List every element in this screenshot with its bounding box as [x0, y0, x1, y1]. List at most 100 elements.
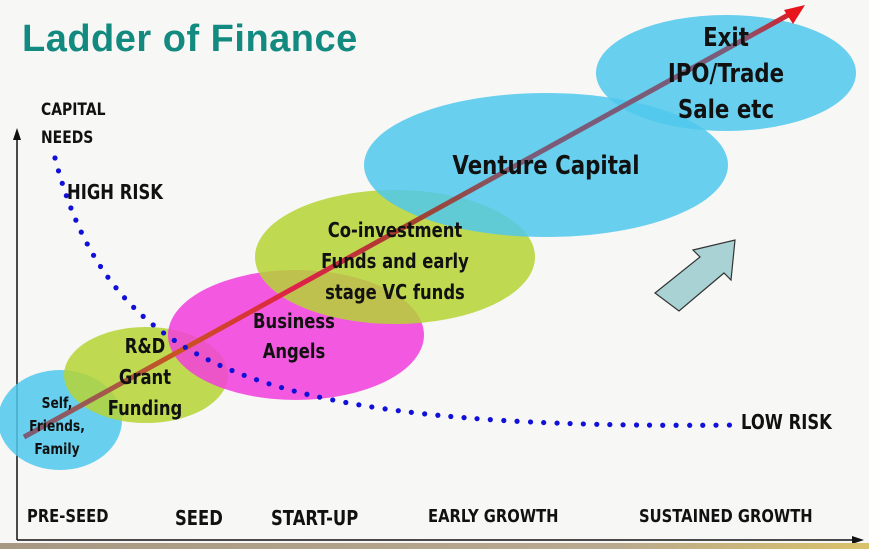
risk-curve-dot: [660, 422, 666, 428]
risk-curve-dot: [253, 377, 260, 383]
bubble-line: Angels: [262, 339, 326, 363]
stage-label-pre-seed: PRE-SEED: [27, 506, 109, 527]
risk-curve-dot: [594, 421, 600, 427]
risk-curve-dot: [266, 381, 272, 387]
risk-curve-dot: [84, 241, 90, 247]
risk-curve-dot: [78, 229, 84, 235]
bubble-line: Self,: [41, 394, 73, 412]
risk-curve-dot: [408, 409, 414, 415]
risk-curve-dot: [554, 420, 560, 426]
bubble-line: Funding: [107, 396, 183, 420]
risk-curve-dot: [205, 357, 211, 363]
risk-curve-dot: [607, 421, 613, 428]
bottom-decorative-strip: [0, 543, 869, 549]
risk-curve: [52, 155, 733, 428]
stage-label-early-growth: EARLY GROWTH: [428, 506, 559, 527]
risk-curve-dot: [121, 295, 128, 301]
risk-curve-dot: [461, 415, 467, 421]
bubble-line: Venture Capital: [452, 151, 640, 181]
risk-curve-dot: [567, 420, 573, 427]
high-risk-label: HIGH RISK: [67, 180, 163, 204]
y-axis-label: CAPITAL NEEDS: [41, 96, 106, 152]
stage-label-start-up: START-UP: [271, 506, 359, 530]
risk-curve-dot: [55, 168, 62, 174]
risk-curve-dot: [726, 422, 733, 428]
bubble-label-exit: Exit IPO/Trade Sale etc: [668, 20, 784, 128]
risk-curve-dot: [395, 408, 401, 414]
risk-curve-dot: [194, 351, 200, 357]
risk-curve-dot: [317, 394, 323, 400]
risk-curve-dot: [182, 344, 188, 350]
risk-curve-dot: [97, 263, 104, 270]
ladder-arrowhead-icon: [784, 5, 805, 24]
bubble-label-rnd-grant: R&D Grant Funding: [108, 331, 183, 424]
risk-curve-dot: [620, 422, 626, 428]
risk-curve-dot: [68, 205, 74, 211]
bubble-line: Business: [253, 309, 335, 333]
risk-curve-dot: [687, 422, 693, 428]
risk-curve-dot: [73, 217, 79, 223]
risk-curve-dot: [514, 418, 520, 424]
stage-label-seed: SEED: [175, 506, 223, 530]
x-axis-arrowhead-icon: [852, 536, 864, 544]
risk-curve-dot: [474, 416, 480, 422]
risk-curve-dot: [580, 421, 586, 427]
bubble-line: Co-investment: [327, 218, 463, 242]
page-title: Ladder of Finance: [22, 18, 358, 60]
bubble-line: Friends,: [29, 417, 85, 435]
risk-curve-dot: [487, 417, 493, 423]
risk-curve-dot: [646, 422, 653, 428]
risk-curve-dot: [633, 422, 640, 428]
risk-curve-dot: [541, 419, 547, 426]
growth-arrow-icon: [654, 239, 736, 312]
risk-curve-dot: [171, 337, 177, 343]
risk-curve-dot: [52, 155, 58, 161]
risk-curve-dot: [160, 330, 167, 336]
y-axis-arrowhead-icon: [13, 128, 21, 140]
risk-curve-dot: [356, 402, 362, 408]
risk-curve-dot: [343, 399, 349, 406]
risk-curve-dot: [150, 322, 156, 328]
risk-curve-dot: [278, 384, 285, 391]
bubble-line: Exit: [703, 23, 749, 53]
risk-curve-dot: [713, 422, 719, 428]
risk-curve-dot: [241, 372, 247, 378]
risk-curve-dot: [330, 397, 336, 403]
bubble-line: IPO/Trade: [667, 59, 785, 89]
bubble-line: Funds and early: [321, 249, 469, 273]
risk-curve-dot: [435, 412, 441, 418]
risk-curve-dot: [700, 422, 706, 428]
risk-curve-dot: [63, 193, 69, 199]
bubble-label-self-friends-family: Self, Friends, Family: [29, 392, 85, 461]
bubble-line: stage VC funds: [325, 280, 465, 304]
bubble-line: Sale etc: [677, 95, 775, 125]
y-axis-label-line2: NEEDS: [41, 128, 94, 148]
risk-curve-dot: [217, 362, 223, 368]
risk-curve-dot: [527, 419, 534, 425]
risk-curve-dot: [422, 411, 428, 417]
bubble-label-business-angels: Business Angels: [253, 306, 335, 366]
risk-curve-dot: [229, 367, 235, 374]
bubble-label-venture-capital: Venture Capital: [452, 150, 639, 182]
risk-curve-dot: [382, 406, 388, 412]
low-risk-label: LOW RISK: [741, 410, 832, 434]
ladder-arrow-shaft: [22, 11, 792, 440]
stage-label-sustained-growth: SUSTAINED GROWTH: [639, 506, 813, 527]
y-axis-label-line1: CAPITAL: [41, 100, 106, 120]
bubble-exit: [596, 15, 856, 131]
risk-curve-dot: [448, 413, 454, 420]
risk-curve-dot: [291, 388, 297, 394]
bubble-line: Grant: [118, 365, 172, 389]
risk-curve-dot: [304, 391, 310, 397]
risk-curve-dot: [90, 252, 97, 258]
risk-curve-dot: [59, 180, 65, 186]
bubble-line: R&D: [124, 334, 166, 358]
risk-curve-dot: [140, 313, 146, 319]
bubble-label-coinvestment: Co-investment Funds and early stage VC f…: [321, 215, 469, 308]
risk-curve-dot: [673, 422, 679, 428]
risk-curve-dot: [369, 404, 375, 410]
risk-curve-dot: [113, 285, 119, 291]
bubble-line: Family: [34, 440, 80, 458]
